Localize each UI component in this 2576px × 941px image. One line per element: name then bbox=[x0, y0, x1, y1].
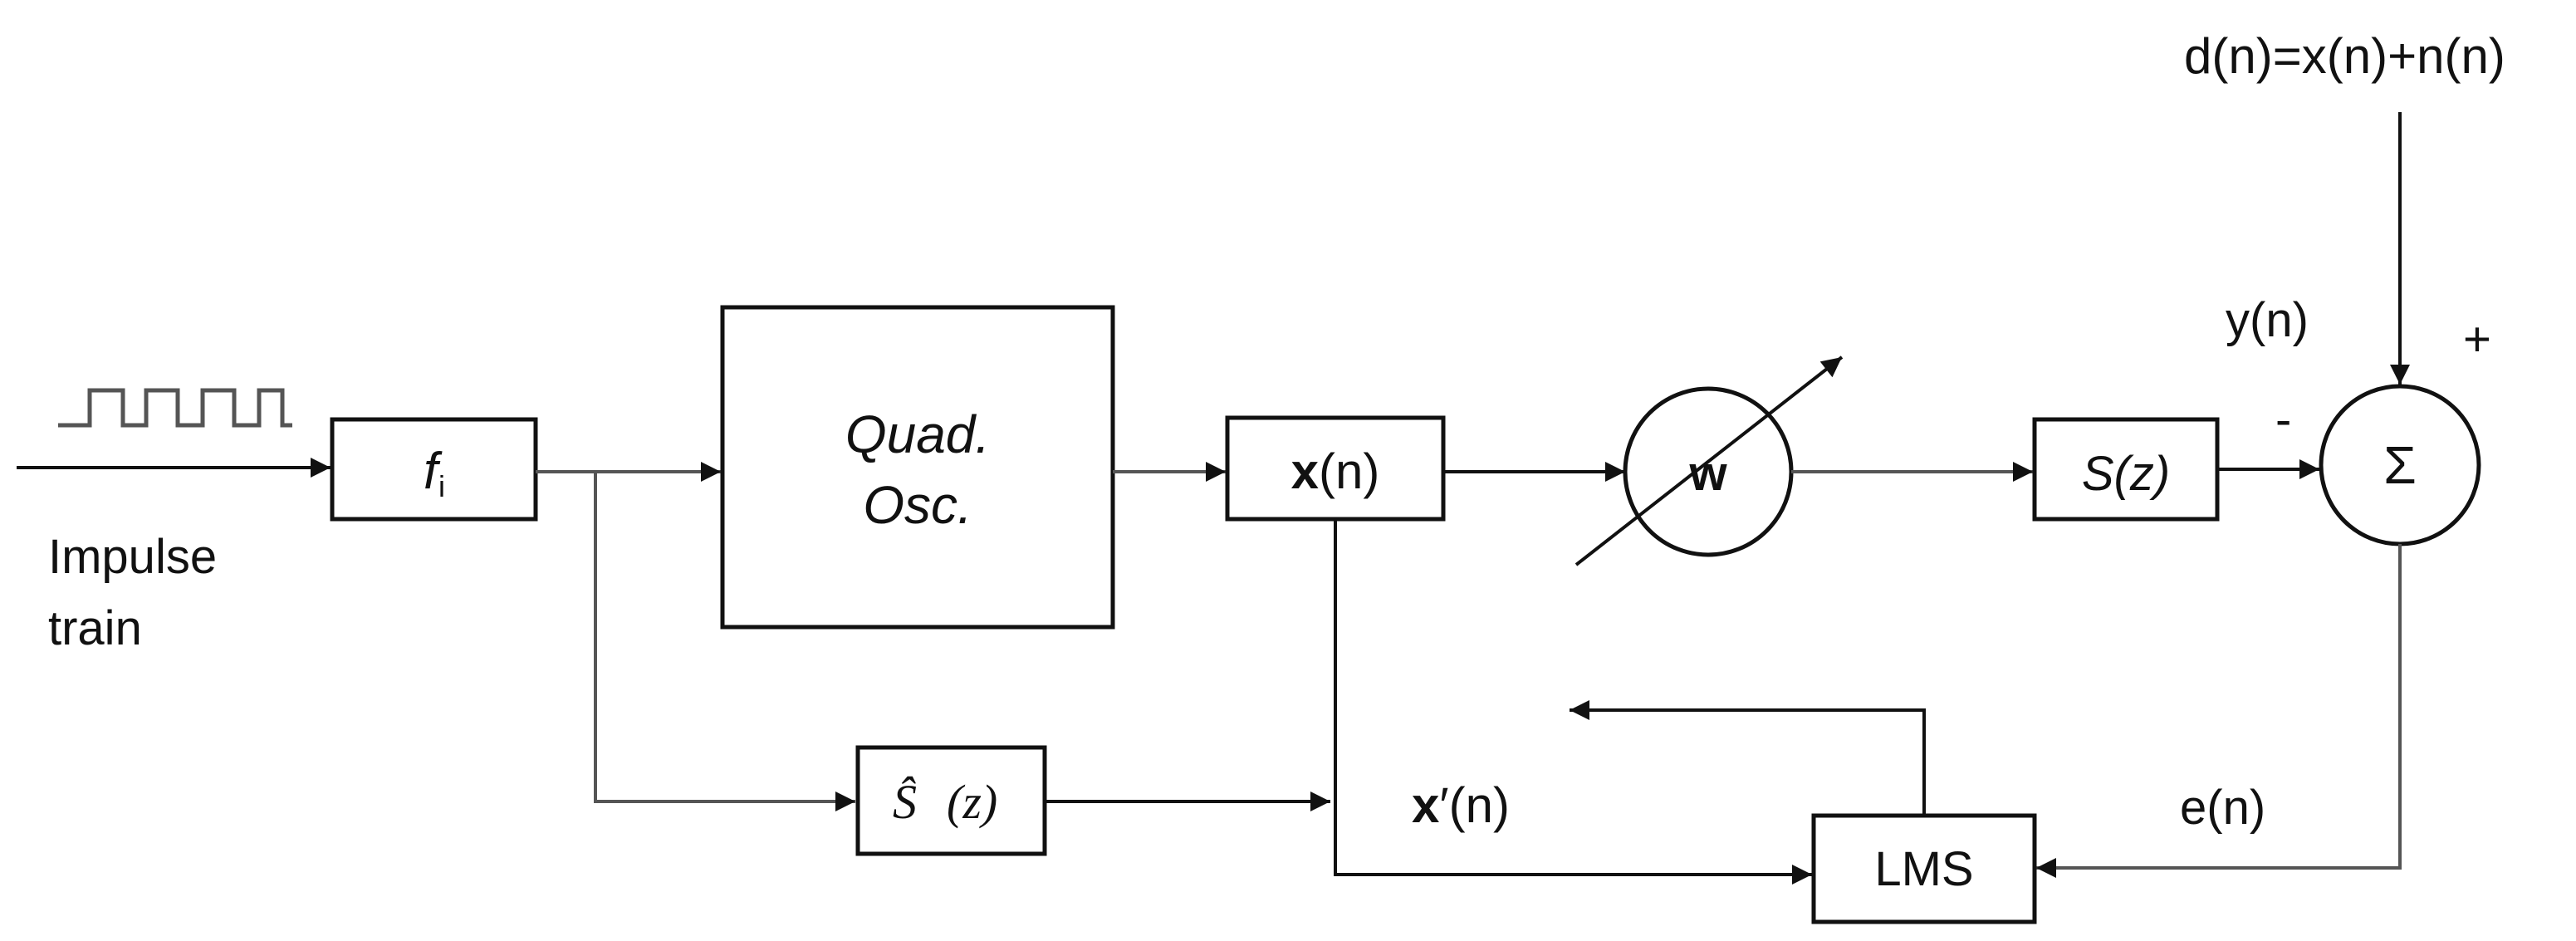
yn-label: y(n) bbox=[2226, 293, 2309, 347]
lms-update-wire bbox=[1570, 700, 1926, 816]
xn-label: x(n) bbox=[1291, 444, 1380, 499]
shat-label: Ŝ bbox=[893, 775, 917, 829]
quad-osc-label-line2: Osc. bbox=[863, 475, 972, 535]
minus-sign: - bbox=[2275, 393, 2291, 447]
quad-osc-label-line1: Quad. bbox=[845, 404, 990, 464]
shat-block bbox=[855, 745, 1047, 856]
xn-to-lms-wire bbox=[1334, 519, 1812, 885]
w-adaptation-arrow bbox=[1574, 355, 1844, 566]
plus-sign: + bbox=[2463, 312, 2491, 366]
lms-label: LMS bbox=[1874, 842, 1973, 896]
impulse-train-label: Impulse bbox=[48, 530, 217, 584]
fi-block bbox=[330, 417, 538, 522]
quad-osc-block bbox=[720, 305, 1115, 630]
en-label: e(n) bbox=[2180, 781, 2265, 835]
impulse-train-waveform bbox=[58, 388, 292, 428]
sz-block bbox=[2032, 417, 2220, 522]
sum-label: Σ bbox=[2383, 435, 2417, 495]
error-to-lms-wire bbox=[2036, 544, 2402, 878]
dn-label: d(n)=x(n)+n(n) bbox=[2184, 28, 2505, 84]
impulse-train-label-line2: train bbox=[48, 601, 142, 655]
xn-block bbox=[1225, 415, 1446, 522]
xprime-label: x′(n) bbox=[1412, 777, 1510, 833]
sz-label: S(z) bbox=[2082, 447, 2170, 501]
lms-block bbox=[1811, 813, 2037, 924]
shat-z-label: (z) bbox=[947, 775, 997, 829]
fi-subscript: i bbox=[438, 469, 445, 503]
branch-to-shat-wire bbox=[594, 472, 855, 811]
